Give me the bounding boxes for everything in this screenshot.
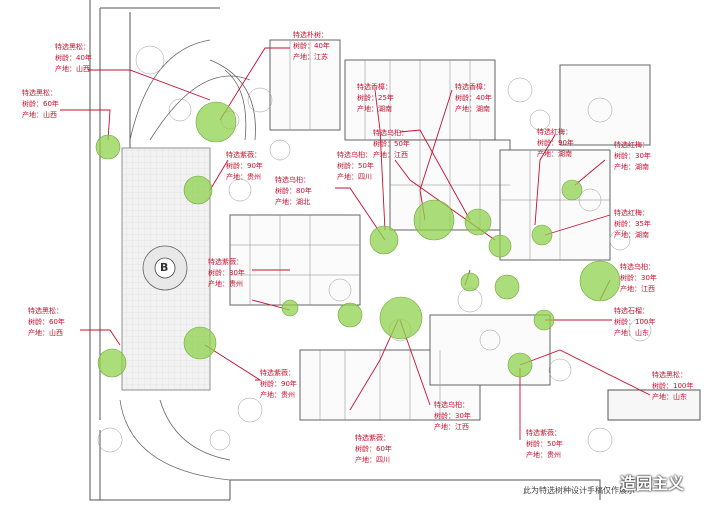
tree-label: 特选红梅： 树龄：90年 产地：湖南 [537, 127, 574, 160]
tree-origin: 产地：山西 [55, 65, 90, 73]
tree-species: 特选紫薇： [260, 369, 295, 377]
tree-age: 树龄：90年 [226, 162, 263, 170]
tree-species: 特选乌桕： [275, 176, 310, 184]
tree-origin: 产地：贵州 [260, 391, 295, 399]
tree-label: 特选黑松： 树龄：40年 产地：山西 [55, 42, 92, 75]
tree-origin: 产地：山东 [652, 393, 687, 401]
tree-label: 特选黑松： 树龄：100年 产地：山东 [652, 370, 693, 403]
tree-origin: 产地：湖南 [614, 231, 649, 239]
tree-label: 特选乌桕： 树龄：80年 产地：湖北 [275, 175, 312, 208]
tree-age: 树龄：50年 [526, 440, 563, 448]
tree-origin: 产地：江西 [434, 423, 469, 431]
tree-origin: 产地：湖南 [357, 105, 392, 113]
tree-species: 特选红梅： [614, 141, 649, 149]
tree-label: 特选紫薇： 树龄：90年 产地：贵州 [260, 368, 297, 401]
tree-label: 特选紫薇： 树龄：60年 产地：四川 [355, 433, 392, 466]
tree-age: 树龄：50年 [337, 162, 374, 170]
tree-origin: 产地：湖南 [614, 163, 649, 171]
tree-species: 特选紫薇： [208, 258, 243, 266]
tree-age: 树龄：50年 [373, 140, 410, 148]
tree-origin: 产地：江苏 [293, 53, 328, 61]
tree-age: 树龄：40年 [55, 54, 92, 62]
featured-trees [95, 101, 621, 378]
tree-species: 特选乌桕： [337, 151, 372, 159]
tree-species: 特选红梅： [537, 128, 572, 136]
tree-age: 树龄：60年 [22, 100, 59, 108]
tree-age: 树龄：30年 [434, 412, 471, 420]
tree-label: 特选紫薇： 树龄：90年 产地：贵州 [226, 150, 263, 183]
tree-species: 特选黑松： [55, 43, 90, 51]
tree-origin: 产地：四川 [355, 456, 390, 464]
tree-label: 特选乌桕： 树龄：30年 产地：江西 [434, 400, 471, 433]
tree-label: 特选乌桕： 树龄：50年 产地：四川 [337, 150, 374, 183]
tree-origin: 产地：四川 [337, 173, 372, 181]
tree-species: 特选黑松： [22, 89, 57, 97]
tree-age: 树龄：30年 [208, 269, 245, 277]
tree-origin: 产地：山西 [22, 111, 57, 119]
tree-label: 特选香樟： 树龄：40年 产地：湖南 [455, 82, 492, 115]
tree-origin: 产地：贵州 [526, 451, 561, 459]
tree-age: 树龄：40年 [455, 94, 492, 102]
tree-origin: 产地：山西 [28, 329, 63, 337]
tree-age: 树龄：90年 [537, 139, 574, 147]
tree-species: 特选红梅： [614, 209, 649, 217]
tree-origin: 产地：湖南 [455, 105, 490, 113]
tree-origin: 产地：湖北 [275, 198, 310, 206]
tree-species: 特选紫薇： [355, 434, 390, 442]
tree-age: 树龄：90年 [260, 380, 297, 388]
tree-age: 树龄：35年 [614, 220, 651, 228]
tree-species: 特选紫薇： [226, 151, 261, 159]
tree-origin: 产地：贵州 [226, 173, 261, 181]
tree-species: 特选朴树： [293, 31, 328, 39]
tree-label: 特选香樟： 树龄：25年 产地：湖南 [357, 82, 394, 115]
brand-watermark: 造园主义 [620, 474, 685, 493]
tree-label: 特选黑松： 树龄：60年 产地：山西 [22, 88, 59, 121]
footer-note: 此为特选树种设计手稿仅作展示 [523, 486, 635, 495]
tree-origin: 产地：湖南 [537, 150, 572, 158]
tree-species: 特选石榴： [614, 307, 649, 315]
tree-age: 树龄：100年 [652, 382, 694, 390]
tree-species: 特选香樟： [455, 83, 490, 91]
tree-label: 特选乌桕： 树龄：30年 产地：江西 [620, 262, 657, 295]
tree-label: 特选紫薇： 树龄：50年 产地：贵州 [526, 428, 563, 461]
tree-species: 特选黑松： [652, 371, 687, 379]
plan-marker-letter: B [160, 261, 169, 274]
tree-species: 特选乌桕： [620, 263, 655, 271]
tree-age: 树龄：40年 [293, 42, 330, 50]
tree-label: 特选红梅： 树龄：35年 产地：湖南 [614, 208, 651, 241]
tree-species: 特选乌桕： [434, 401, 469, 409]
tree-origin: 产地：江西 [620, 285, 655, 293]
tree-species: 特选乌桕： [373, 129, 408, 137]
tree-age: 树龄：60年 [28, 318, 65, 326]
tree-species: 特选紫薇： [526, 429, 561, 437]
tree-origin: 产地：山东 [614, 329, 649, 337]
tree-origin: 产地：江西 [373, 151, 408, 159]
tree-label: 特选黑松： 树龄：60年 产地：山西 [28, 306, 65, 339]
tree-origin: 产地：贵州 [208, 280, 243, 288]
tree-age: 树龄：80年 [275, 187, 312, 195]
tree-label: 特选朴树： 树龄：40年 产地：江苏 [293, 30, 330, 63]
tree-label: 特选石榴： 树龄：100年 产地：山东 [614, 306, 655, 339]
tree-label: 特选紫薇： 树龄：30年 产地：贵州 [208, 257, 245, 290]
site-boundary [89, 0, 701, 501]
tree-age: 树龄：60年 [355, 445, 392, 453]
tree-age: 树龄：25年 [357, 94, 394, 102]
tree-age: 树龄：100年 [614, 318, 656, 326]
tree-label: 特选乌桕： 树龄：50年 产地：江西 [373, 128, 410, 161]
tree-label: 特选红梅： 树龄：30年 产地：湖南 [614, 140, 651, 173]
tree-age: 树龄：30年 [614, 152, 651, 160]
tree-species: 特选黑松： [28, 307, 63, 315]
tree-species: 特选香樟： [357, 83, 392, 91]
tree-age: 树龄：30年 [620, 274, 657, 282]
